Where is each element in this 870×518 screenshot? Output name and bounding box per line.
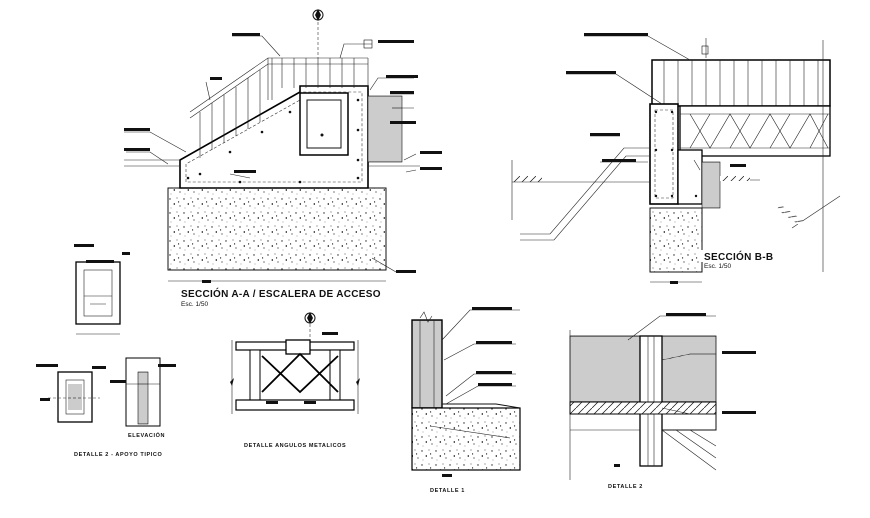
detail-2-title: DETALLE 2 - APOYO TIPICO [74,452,162,458]
detail-2-roof-drawing: DETALLE 2 [569,313,756,490]
section-aa-drawing: SECCIÓN A-A / ESCALERA DE ACCESO Esc. 1/… [124,9,442,308]
section-bb-drawing: SECCIÓN B-B Esc. 1/50 [511,33,841,284]
detail-metal-angles-drawing: DETALLE ANGULOS METALICOS [230,312,360,449]
detail-marker-icon [304,312,316,324]
section-bb-foundation [649,207,703,273]
section-marker-icon [312,9,324,21]
section-aa-title: SECCIÓN A-A / ESCALERA DE ACCESO [181,287,381,300]
detail-2-support-drawing: ELEVACIÓN DETALLE 2 - APOYO TIPICO [36,244,176,458]
concrete-foundation [167,187,387,271]
detail-metal-angles-title: DETALLE ANGULOS METALICOS [244,443,346,449]
inspection-box [299,92,349,156]
detail-2-elevation-label: ELEVACIÓN [128,431,165,439]
section-bb-scale: Esc. 1/50 [704,263,731,270]
detail-1-title: DETALLE 1 [430,488,465,494]
detail-1-drawing: DETALLE 1 [411,307,521,494]
section-bb-title: SECCIÓN B-B [704,250,773,263]
detail-2-roof-title: DETALLE 2 [608,484,643,490]
section-aa-scale: Esc. 1/50 [181,301,208,308]
